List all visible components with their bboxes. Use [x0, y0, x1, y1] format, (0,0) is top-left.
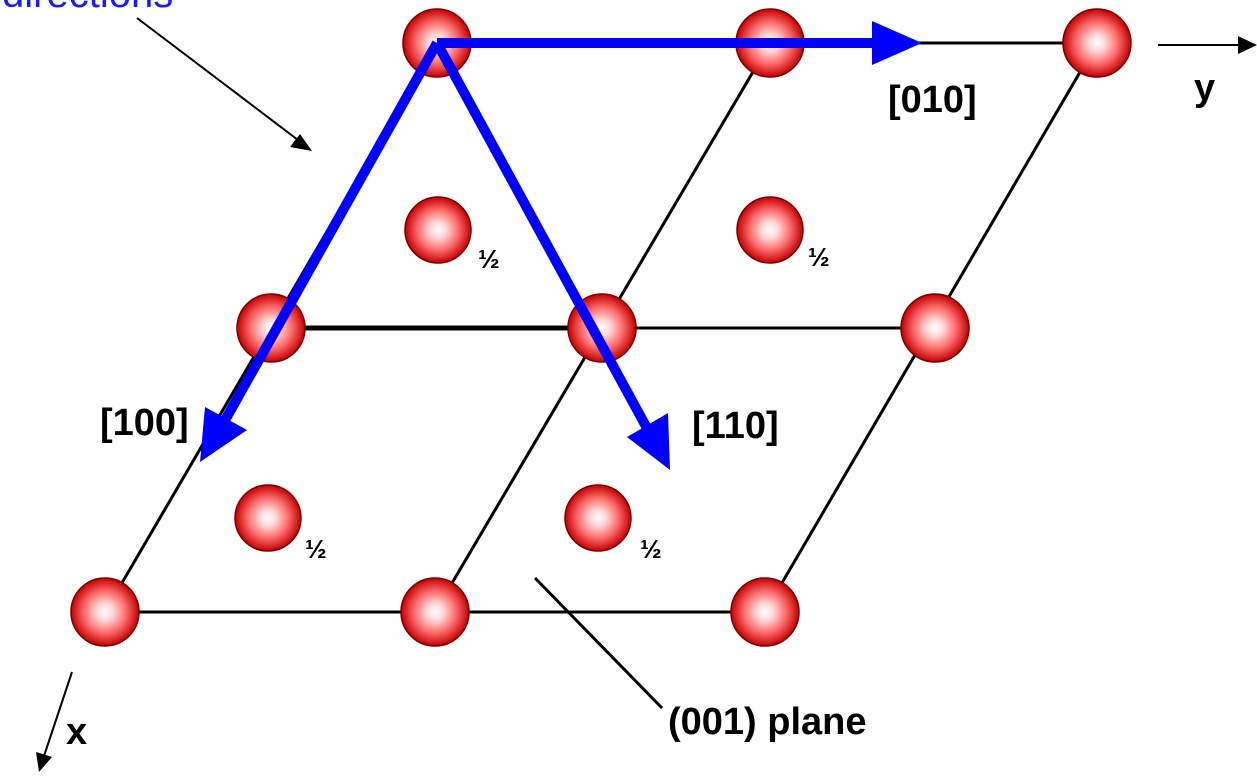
direction-arrow-100-shaft	[219, 40, 442, 425]
x-axis-indicator: x	[36, 671, 87, 772]
direction-arrow-icon	[627, 413, 670, 470]
plane-label: (001) plane	[668, 701, 867, 743]
atom-sphere-icon	[1062, 8, 1132, 78]
direction-label-010: [010]	[888, 79, 977, 121]
half-label: ½	[305, 534, 327, 564]
plane-leader-line	[533, 576, 664, 710]
direction-label-110: [110]	[692, 405, 779, 447]
y-axis-label: y	[1194, 67, 1215, 109]
y-axis-indicator: y	[1158, 36, 1257, 109]
x-axis-label: x	[66, 711, 87, 753]
half-label: ½	[640, 534, 662, 564]
leader-arrowhead-icon	[290, 134, 312, 151]
direction-arrow-110-shaft	[432, 40, 653, 433]
atom-sphere-icon	[564, 484, 632, 552]
atom-sphere-icon	[900, 293, 970, 363]
direction-arrows	[200, 21, 922, 470]
atom-sphere-icon	[730, 577, 800, 647]
atom-sphere-icon	[70, 577, 140, 647]
atom-sphere-icon	[400, 577, 470, 647]
atom-sphere-icon	[736, 196, 804, 264]
half-labels: ½ ½ ½ ½	[305, 242, 830, 564]
callout-leader	[136, 17, 312, 151]
face-center-atoms	[234, 196, 804, 552]
direction-arrow-icon	[200, 407, 247, 462]
half-label: ½	[478, 244, 500, 274]
direction-label-100: [100]	[100, 402, 189, 444]
atom-sphere-icon	[404, 196, 472, 264]
half-label: ½	[808, 242, 830, 272]
axis-arrowhead-icon	[36, 752, 52, 772]
axis-arrowhead-icon	[1238, 36, 1257, 54]
axis-arrow-icon	[43, 671, 73, 757]
atom-sphere-icon	[234, 484, 302, 552]
direction-arrow-icon	[872, 21, 922, 65]
directions-callout-label: directions	[2, 0, 173, 16]
leader-line-icon	[136, 17, 299, 141]
